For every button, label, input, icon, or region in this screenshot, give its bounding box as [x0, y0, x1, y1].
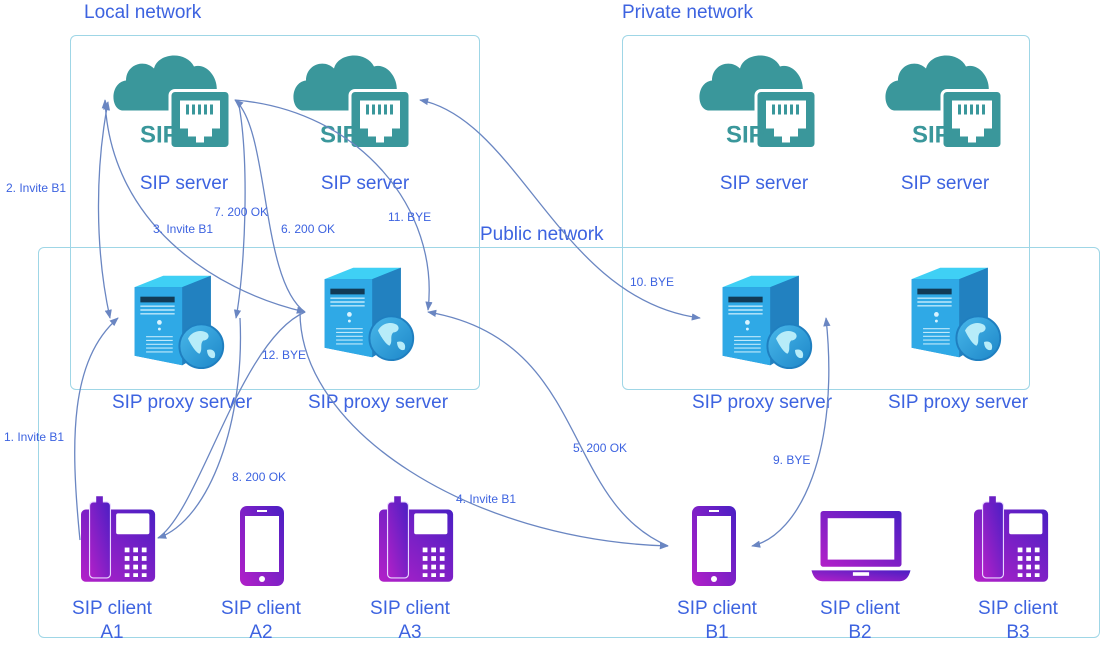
- client-name: SIP client: [820, 598, 900, 619]
- arrow-msg-12: [157, 311, 306, 539]
- client-name: SIP client: [221, 598, 301, 619]
- msg-label-11: 11. BYE: [388, 210, 432, 224]
- arrow-msg-9: [751, 317, 831, 548]
- msg-label-1: 1. Invite B1: [4, 430, 65, 444]
- arrow-msg-10: [419, 98, 701, 321]
- msg-label-2: 2. Invite B1: [6, 181, 67, 195]
- client-id: B1: [705, 622, 729, 643]
- arrow-msg-11: [234, 99, 433, 311]
- arrow-msg-1: [74, 317, 119, 541]
- proxy-label-local-1: SIP proxy server: [111, 392, 253, 413]
- client-id: B2: [848, 622, 872, 643]
- proxy-label-private-2: SIP proxy server: [887, 392, 1029, 413]
- sip-server-label-private-1: SIP server: [719, 173, 809, 194]
- msg-label-12: 12. BYE: [262, 348, 307, 362]
- msg-label-4: 4. Invite B1: [456, 492, 517, 506]
- sip-server-label-private-2: SIP server: [900, 173, 990, 194]
- arrow-msg-5: [427, 309, 669, 547]
- msg-label-5: 5. 200 OK: [573, 441, 628, 455]
- arrow-msg-8: [157, 317, 242, 539]
- msg-label-8: 8. 200 OK: [232, 470, 287, 484]
- msg-label-9: 9. BYE: [773, 453, 811, 467]
- arrow-msg-3: [101, 99, 306, 314]
- sip-server-label-local-2: SIP server: [320, 173, 410, 194]
- client-id: A2: [249, 622, 273, 643]
- arrow-msg-6: [234, 99, 306, 313]
- msg-label-3: 3. Invite B1: [153, 222, 214, 236]
- local-network-title: Local network: [84, 2, 202, 23]
- private-network-title: Private network: [622, 2, 753, 23]
- client-id: A3: [398, 622, 422, 643]
- msg-label-7: 7. 200 OK: [214, 205, 269, 219]
- client-name: SIP client: [72, 598, 152, 619]
- client-id: B3: [1006, 622, 1030, 643]
- client-name: SIP client: [370, 598, 450, 619]
- client-name: SIP client: [677, 598, 757, 619]
- arrow-msg-7: [233, 99, 246, 319]
- proxy-label-local-2: SIP proxy server: [307, 392, 449, 413]
- arrow-msg-4: [299, 311, 669, 550]
- msg-label-6: 6. 200 OK: [281, 222, 336, 236]
- arrow-msg-2: [97, 101, 112, 319]
- msg-label-10: 10. BYE: [630, 275, 675, 289]
- client-name: SIP client: [978, 598, 1058, 619]
- client-id: A1: [100, 622, 124, 643]
